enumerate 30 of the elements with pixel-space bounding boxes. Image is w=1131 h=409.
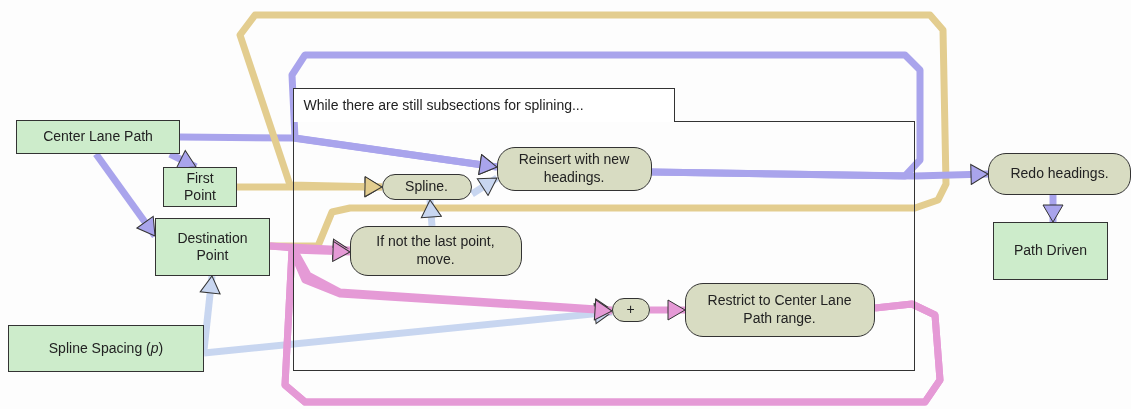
process-box	[16, 120, 180, 154]
loop-heading: While there are still subsections for splining...	[292, 88, 675, 122]
node-label: Center Lane Path	[43, 128, 153, 146]
node-label: Restrict to Center Lane Path range.	[706, 292, 853, 327]
arrow	[650, 299, 686, 321]
node-label: First Point	[183, 169, 217, 205]
process-box	[993, 222, 1108, 280]
rounded-step	[349, 225, 522, 276]
arrow	[199, 275, 221, 351]
rounded-step	[496, 146, 652, 191]
node-label: Path Driven	[1013, 242, 1088, 260]
arrow	[203, 303, 613, 357]
arrow	[420, 199, 442, 227]
arrow	[470, 175, 499, 197]
process-box	[8, 325, 204, 372]
rounded-step	[381, 173, 472, 200]
node-label: Reinsert with new headings.	[517, 151, 631, 186]
node-label: Spline.	[405, 177, 448, 196]
rounded-step	[684, 282, 875, 337]
node-label: Spline Spacing (p)	[48, 339, 164, 358]
process-box	[155, 218, 270, 276]
process-box	[163, 167, 237, 207]
arrow	[288, 51, 924, 180]
node-label: +	[626, 300, 635, 319]
node-label: Redo headings.	[1010, 165, 1109, 183]
arrow	[1042, 195, 1064, 223]
node-label: If not the last point, move.	[375, 233, 496, 268]
node-label: Destination Point	[176, 229, 249, 265]
rounded-step	[988, 153, 1131, 195]
rounded-step	[611, 297, 650, 322]
